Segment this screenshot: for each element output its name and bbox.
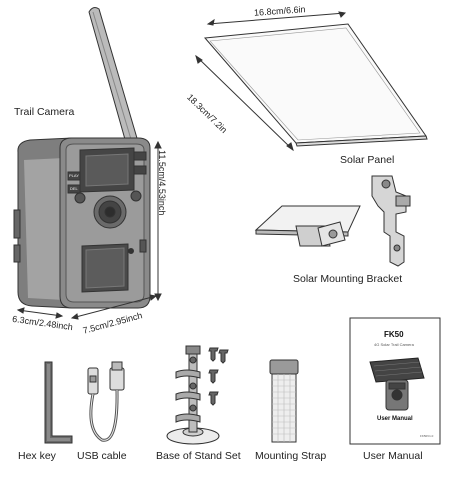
manual-title: User Manual [377,416,413,422]
user-manual-illustration [349,317,441,445]
trail-camera-label: Trail Camera [14,106,75,118]
manual-model-title: FK50 [384,330,404,339]
panel-height-dimension-line [195,54,294,152]
usb-cable-illustration [87,361,125,442]
user-manual-label: User Manual [363,450,423,462]
panel-width-dimension-line [206,11,347,26]
manual-code: FK50V1.0 [420,434,434,438]
camera-width-dimension-line [70,294,158,320]
camera-play-button-label: PLAY [69,173,79,178]
base-of-stand-set-illustration [166,345,229,445]
camera-height-dimension-line [154,140,162,302]
base-of-stand-set-label: Base of Stand Set [156,450,241,462]
camera-del-button-label: DEL [70,186,78,191]
solar-panel-label: Solar Panel [340,154,395,166]
usb-cable-label: USB cable [77,450,127,462]
mounting-strap-illustration [269,359,299,443]
mounting-strap-label: Mounting Strap [255,450,327,462]
camera-height-dimension: 11.5cm/4.53inch [157,150,167,216]
trail-camera-illustration [13,7,151,309]
solar-mounting-bracket-label: Solar Mounting Bracket [293,273,403,285]
hex-key-illustration [44,361,73,444]
camera-depth-dimension-line [16,307,64,319]
solar-panel-illustration [203,23,428,147]
solar-mounting-bracket-illustration [254,175,411,267]
hex-key-label: Hex key [18,450,56,462]
manual-subtitle: 4G Solar Trail Camera [374,342,414,347]
